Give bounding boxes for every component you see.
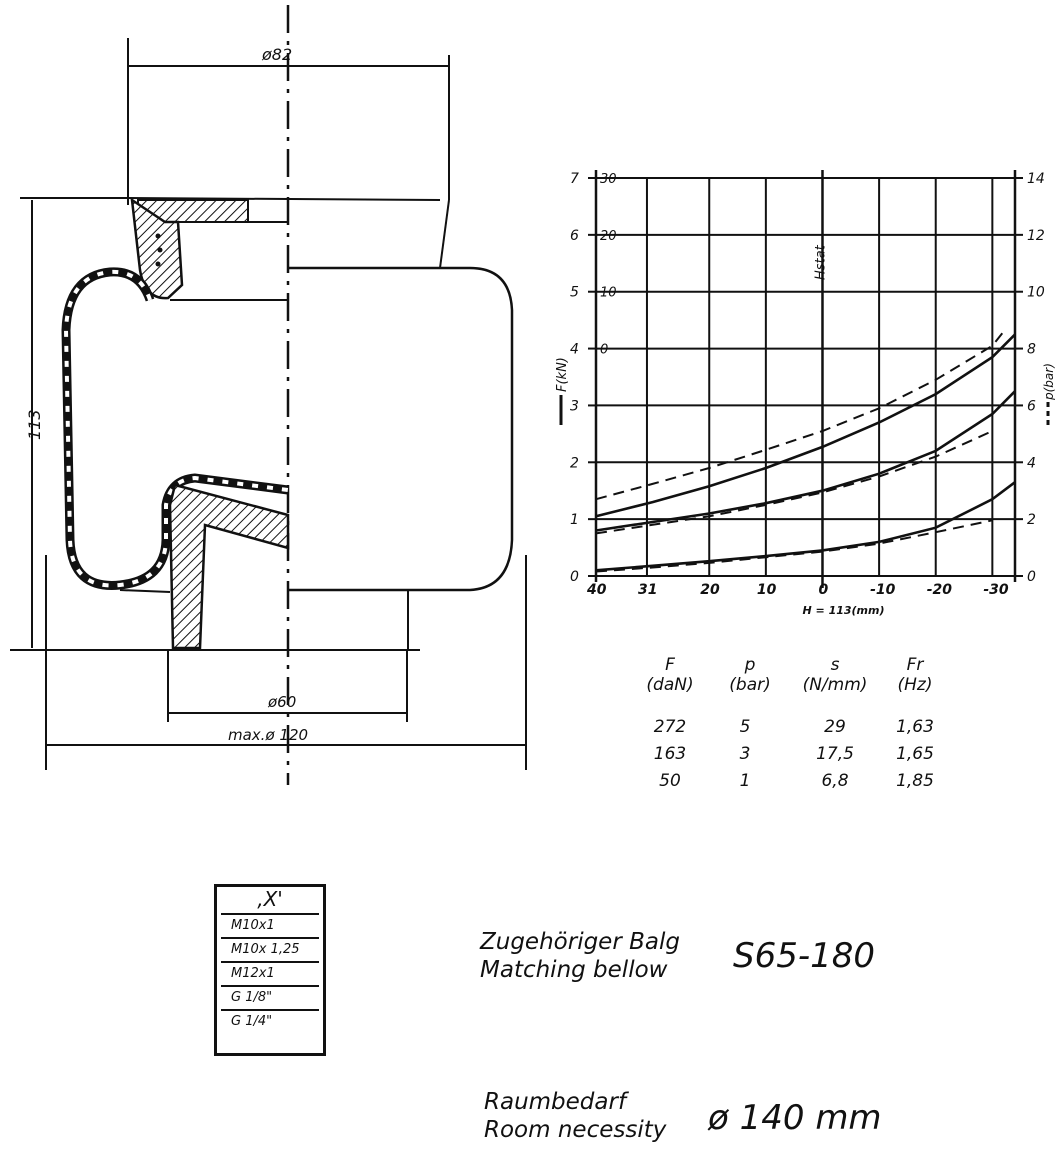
hstat-annotation: Hstat: [813, 244, 828, 280]
y-axis-label-force: F(kN): [555, 357, 570, 392]
series-line-solid: [595, 390, 1016, 532]
thread-option: G 1/4": [231, 1014, 273, 1029]
thread-option: M10x1: [221, 915, 319, 939]
spec-header-top: Fr: [906, 655, 924, 675]
y-tick-label-kn: 2: [570, 455, 579, 471]
spec-table: F p s Fr (daN) (bar) (N/mm) (Hz) 272 5 2…: [620, 655, 960, 795]
y-tick-label-kn: 1: [570, 512, 579, 528]
matching-bellow-value: S65-180: [733, 936, 876, 976]
dim-max-label: max.ø 120: [228, 726, 308, 744]
x-tick-label: 31: [638, 582, 657, 598]
spec-header-unit: (daN): [646, 675, 694, 695]
y-tick-label-dan: 10: [600, 286, 617, 301]
spec-cell: 163: [653, 744, 687, 764]
room-necessity-label-en: Room necessity: [484, 1117, 667, 1143]
y-tick-label-kn: 6: [570, 228, 579, 244]
thread-options-table: ,X' M10x1 M10x 1,25 M12x1 G 1/8" G 1/4": [214, 884, 326, 1056]
x-tick-label: 0: [818, 582, 828, 598]
y-tick-label-kn: 4: [570, 342, 579, 358]
thread-table-header: ,X': [221, 887, 319, 915]
y-axis-label-pressure: p(bar): [1042, 363, 1055, 401]
room-necessity-label: Raumbedarf Room necessity: [484, 1088, 666, 1144]
thread-option: M10x 1,25: [221, 939, 319, 963]
thread-option: M12x1: [221, 963, 319, 987]
y-tick-label-dan: 30: [600, 172, 617, 187]
series-line-dashed: [595, 330, 1005, 501]
series-line-dashed: [595, 519, 993, 573]
spec-cell: 1,65: [896, 744, 934, 764]
y-tick-label-bar: 12: [1027, 228, 1045, 244]
spec-cell: 17,5: [816, 744, 854, 764]
y-tick-label-dan: 0: [600, 343, 608, 358]
y-tick-label-kn: 7: [570, 171, 579, 187]
x-tick-label: 20: [700, 582, 720, 598]
spec-header-top: p: [744, 655, 756, 675]
y-tick-label-dan: 20: [600, 229, 617, 244]
y-tick-label-kn: 3: [570, 398, 579, 414]
spec-cell: 1: [739, 771, 751, 791]
x-tick-label: -10: [870, 582, 896, 598]
matching-bellow-label-en: Matching bellow: [480, 957, 668, 983]
x-tick-label: 10: [757, 582, 777, 598]
series-line-solid: [595, 333, 1016, 518]
matching-bellow-label-de: Zugehöriger Balg: [480, 929, 680, 955]
spec-header-unit: (N/mm): [802, 675, 868, 695]
x-axis-label: H = 113(mm): [802, 604, 884, 617]
spec-cell: 29: [824, 717, 846, 737]
dim-top-label: ø82: [261, 45, 292, 64]
matching-bellow-label: Zugehöriger Balg Matching bellow: [480, 928, 680, 984]
y-tick-label-bar: 8: [1027, 342, 1036, 358]
spec-header-unit: (bar): [729, 675, 771, 695]
spec-cell: 1,63: [896, 717, 934, 737]
y-tick-label-bar: 0: [1027, 569, 1036, 585]
spec-cell: 272: [653, 717, 687, 737]
y-tick-label-bar: 14: [1027, 171, 1045, 187]
room-necessity-label-de: Raumbedarf: [484, 1089, 627, 1115]
y-tick-label-kn: 0: [570, 569, 579, 585]
y-tick-label-bar: 4: [1027, 455, 1036, 471]
y-tick-label-bar: 10: [1027, 285, 1045, 301]
dim-height-label: 113: [25, 409, 44, 440]
series-line-dashed: [595, 430, 993, 535]
spec-cell: 1,85: [896, 771, 934, 791]
spec-cell: 6,8: [821, 771, 849, 791]
bellow-cross-section-drawing: ø82 113 ø60 max.ø 120: [10, 5, 527, 785]
spec-cell: 3: [739, 744, 751, 764]
spec-cell: 5: [739, 717, 751, 737]
dim-bottom-label: ø60: [267, 693, 296, 711]
room-necessity-value: ø 140 mm: [708, 1098, 882, 1138]
x-tick-label: 40: [586, 582, 607, 598]
series-line-solid: [595, 481, 1016, 572]
y-tick-label-bar: 6: [1027, 398, 1036, 414]
spec-header-top: F: [665, 655, 675, 675]
thread-option: G 1/8": [221, 987, 319, 1011]
spec-header-unit: (Hz): [897, 675, 933, 695]
spec-header-top: s: [830, 655, 840, 675]
y-tick-label-bar: 2: [1027, 512, 1036, 528]
y-tick-label-kn: 5: [570, 285, 579, 301]
x-tick-label: -20: [927, 582, 953, 598]
x-tick-label: -30: [983, 582, 1009, 598]
spec-cell: 50: [659, 771, 681, 791]
